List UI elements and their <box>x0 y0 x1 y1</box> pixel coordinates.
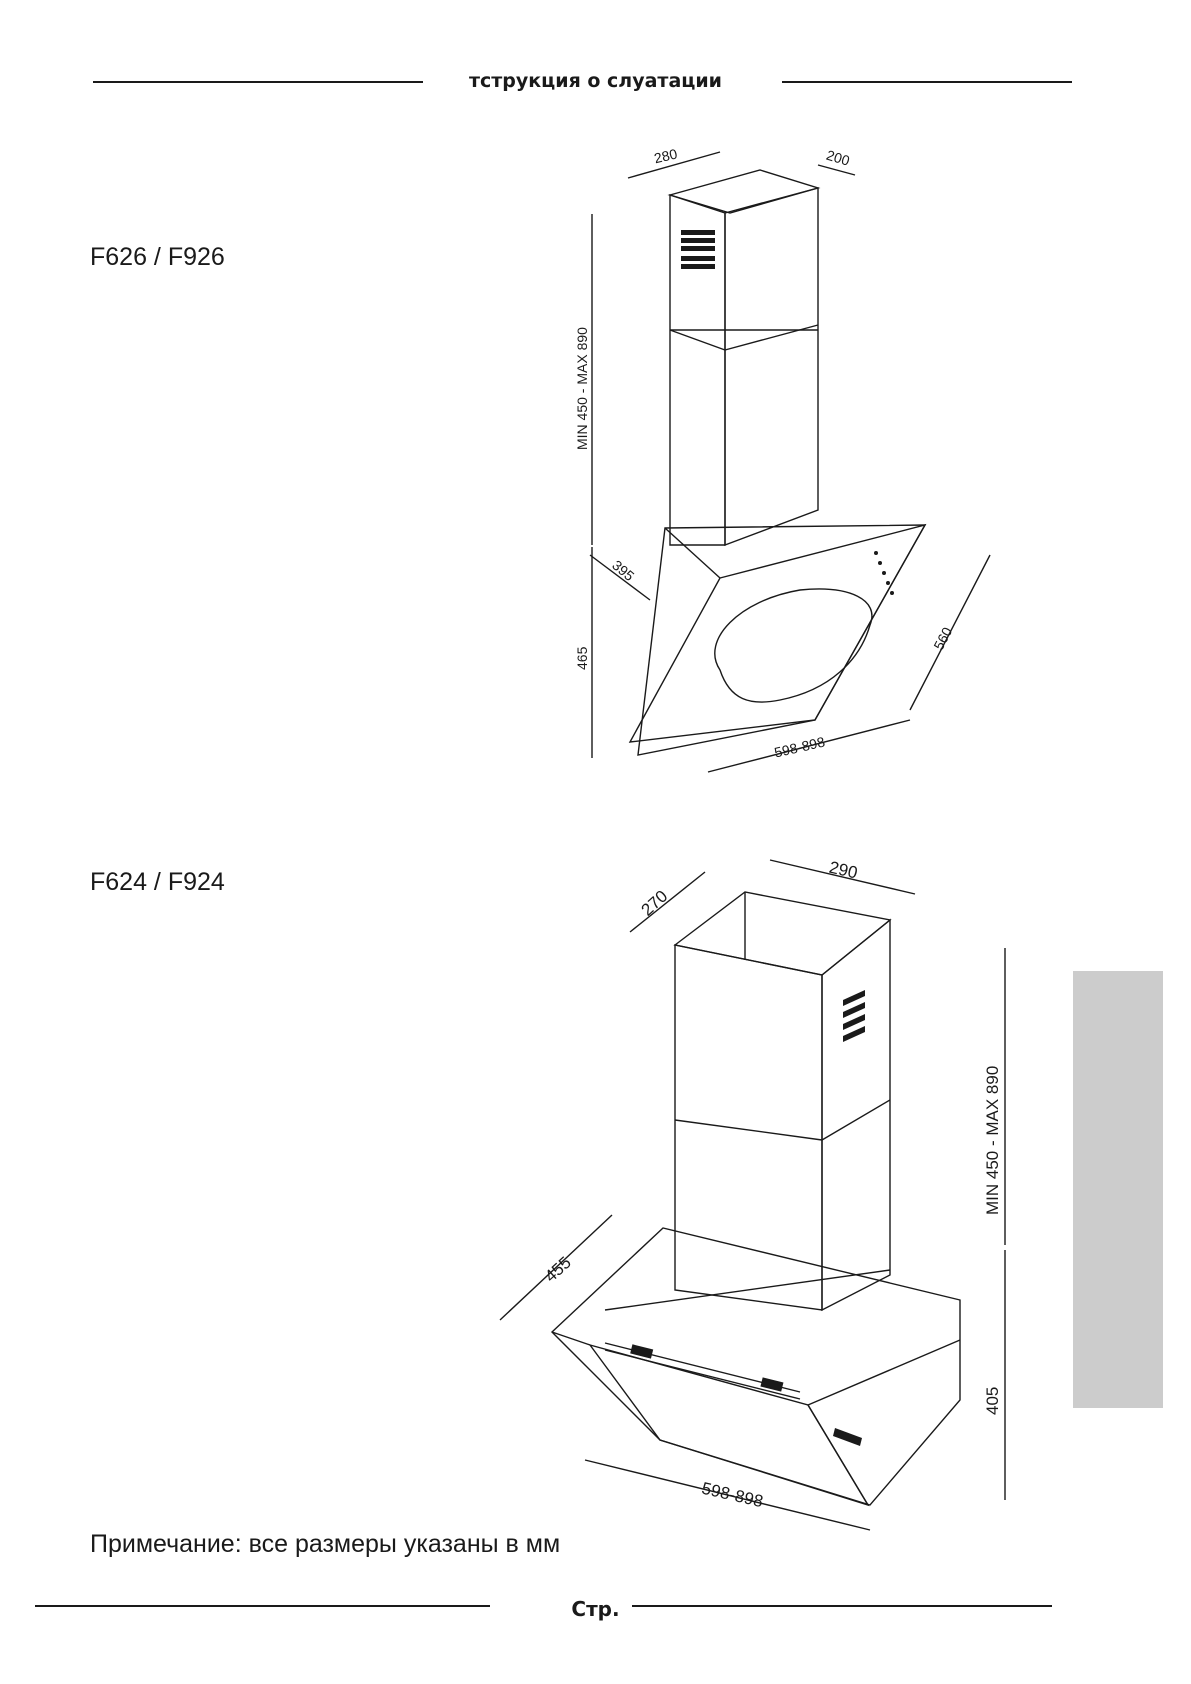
dim-bottom-width: 290 <box>827 858 859 883</box>
dim-bottom-width-range: 598-898 <box>700 1479 765 1512</box>
dim-top-hood-height: 465 <box>574 646 590 670</box>
hood-drawing-top: 280 200 MIN 450 - MAX 890 395 465 560 59… <box>574 145 991 773</box>
chimney-top-face <box>673 891 892 976</box>
hood-glass <box>588 1343 870 1507</box>
vent-grille-icon <box>843 990 865 1042</box>
vent-grille-icon <box>681 230 715 269</box>
chimney-front <box>674 944 823 1311</box>
hood-opening <box>714 588 873 703</box>
side-tab <box>1073 971 1163 1408</box>
hood-canopy <box>637 524 927 756</box>
hood-drawing-bottom: 270 290 MIN 450 - MAX 890 455 405 598-89… <box>499 858 1006 1531</box>
dim-top-width: 280 <box>652 145 679 166</box>
dim-bottom-hood-height: 405 <box>983 1387 1002 1415</box>
control-panel-icon <box>833 1428 862 1446</box>
dim-top-hood-depth: 395 <box>609 557 637 584</box>
dim-top-height: MIN 450 - MAX 890 <box>574 327 590 450</box>
footer-rule-right <box>632 1605 1052 1607</box>
model-label-top: F626 / F926 <box>90 243 225 271</box>
dimensions-note: Примечание: все размеры указаны в мм <box>90 1530 561 1558</box>
hood-glass <box>628 523 927 743</box>
model-label-bottom: F624 / F924 <box>90 868 225 896</box>
header-rule-left <box>93 81 423 83</box>
handle-bar-icon <box>604 1342 801 1400</box>
chimney-top-face <box>667 169 821 214</box>
header-title: тструкция о слуатации <box>469 70 722 92</box>
footer-page-label: Стр. <box>571 1597 620 1621</box>
dim-bottom-hood-depth: 455 <box>541 1253 575 1286</box>
header-rule-right <box>782 81 1072 83</box>
chimney-side <box>821 918 891 1312</box>
footer-rule-left <box>35 1605 490 1607</box>
control-dots-icon <box>874 551 894 595</box>
dim-bottom-height: MIN 450 - MAX 890 <box>983 1066 1002 1215</box>
dim-bottom-depth: 270 <box>638 887 672 920</box>
chimney-side <box>724 187 819 547</box>
dim-top-width-range: 598-898 <box>773 733 827 760</box>
dim-top-depth: 200 <box>825 147 852 169</box>
